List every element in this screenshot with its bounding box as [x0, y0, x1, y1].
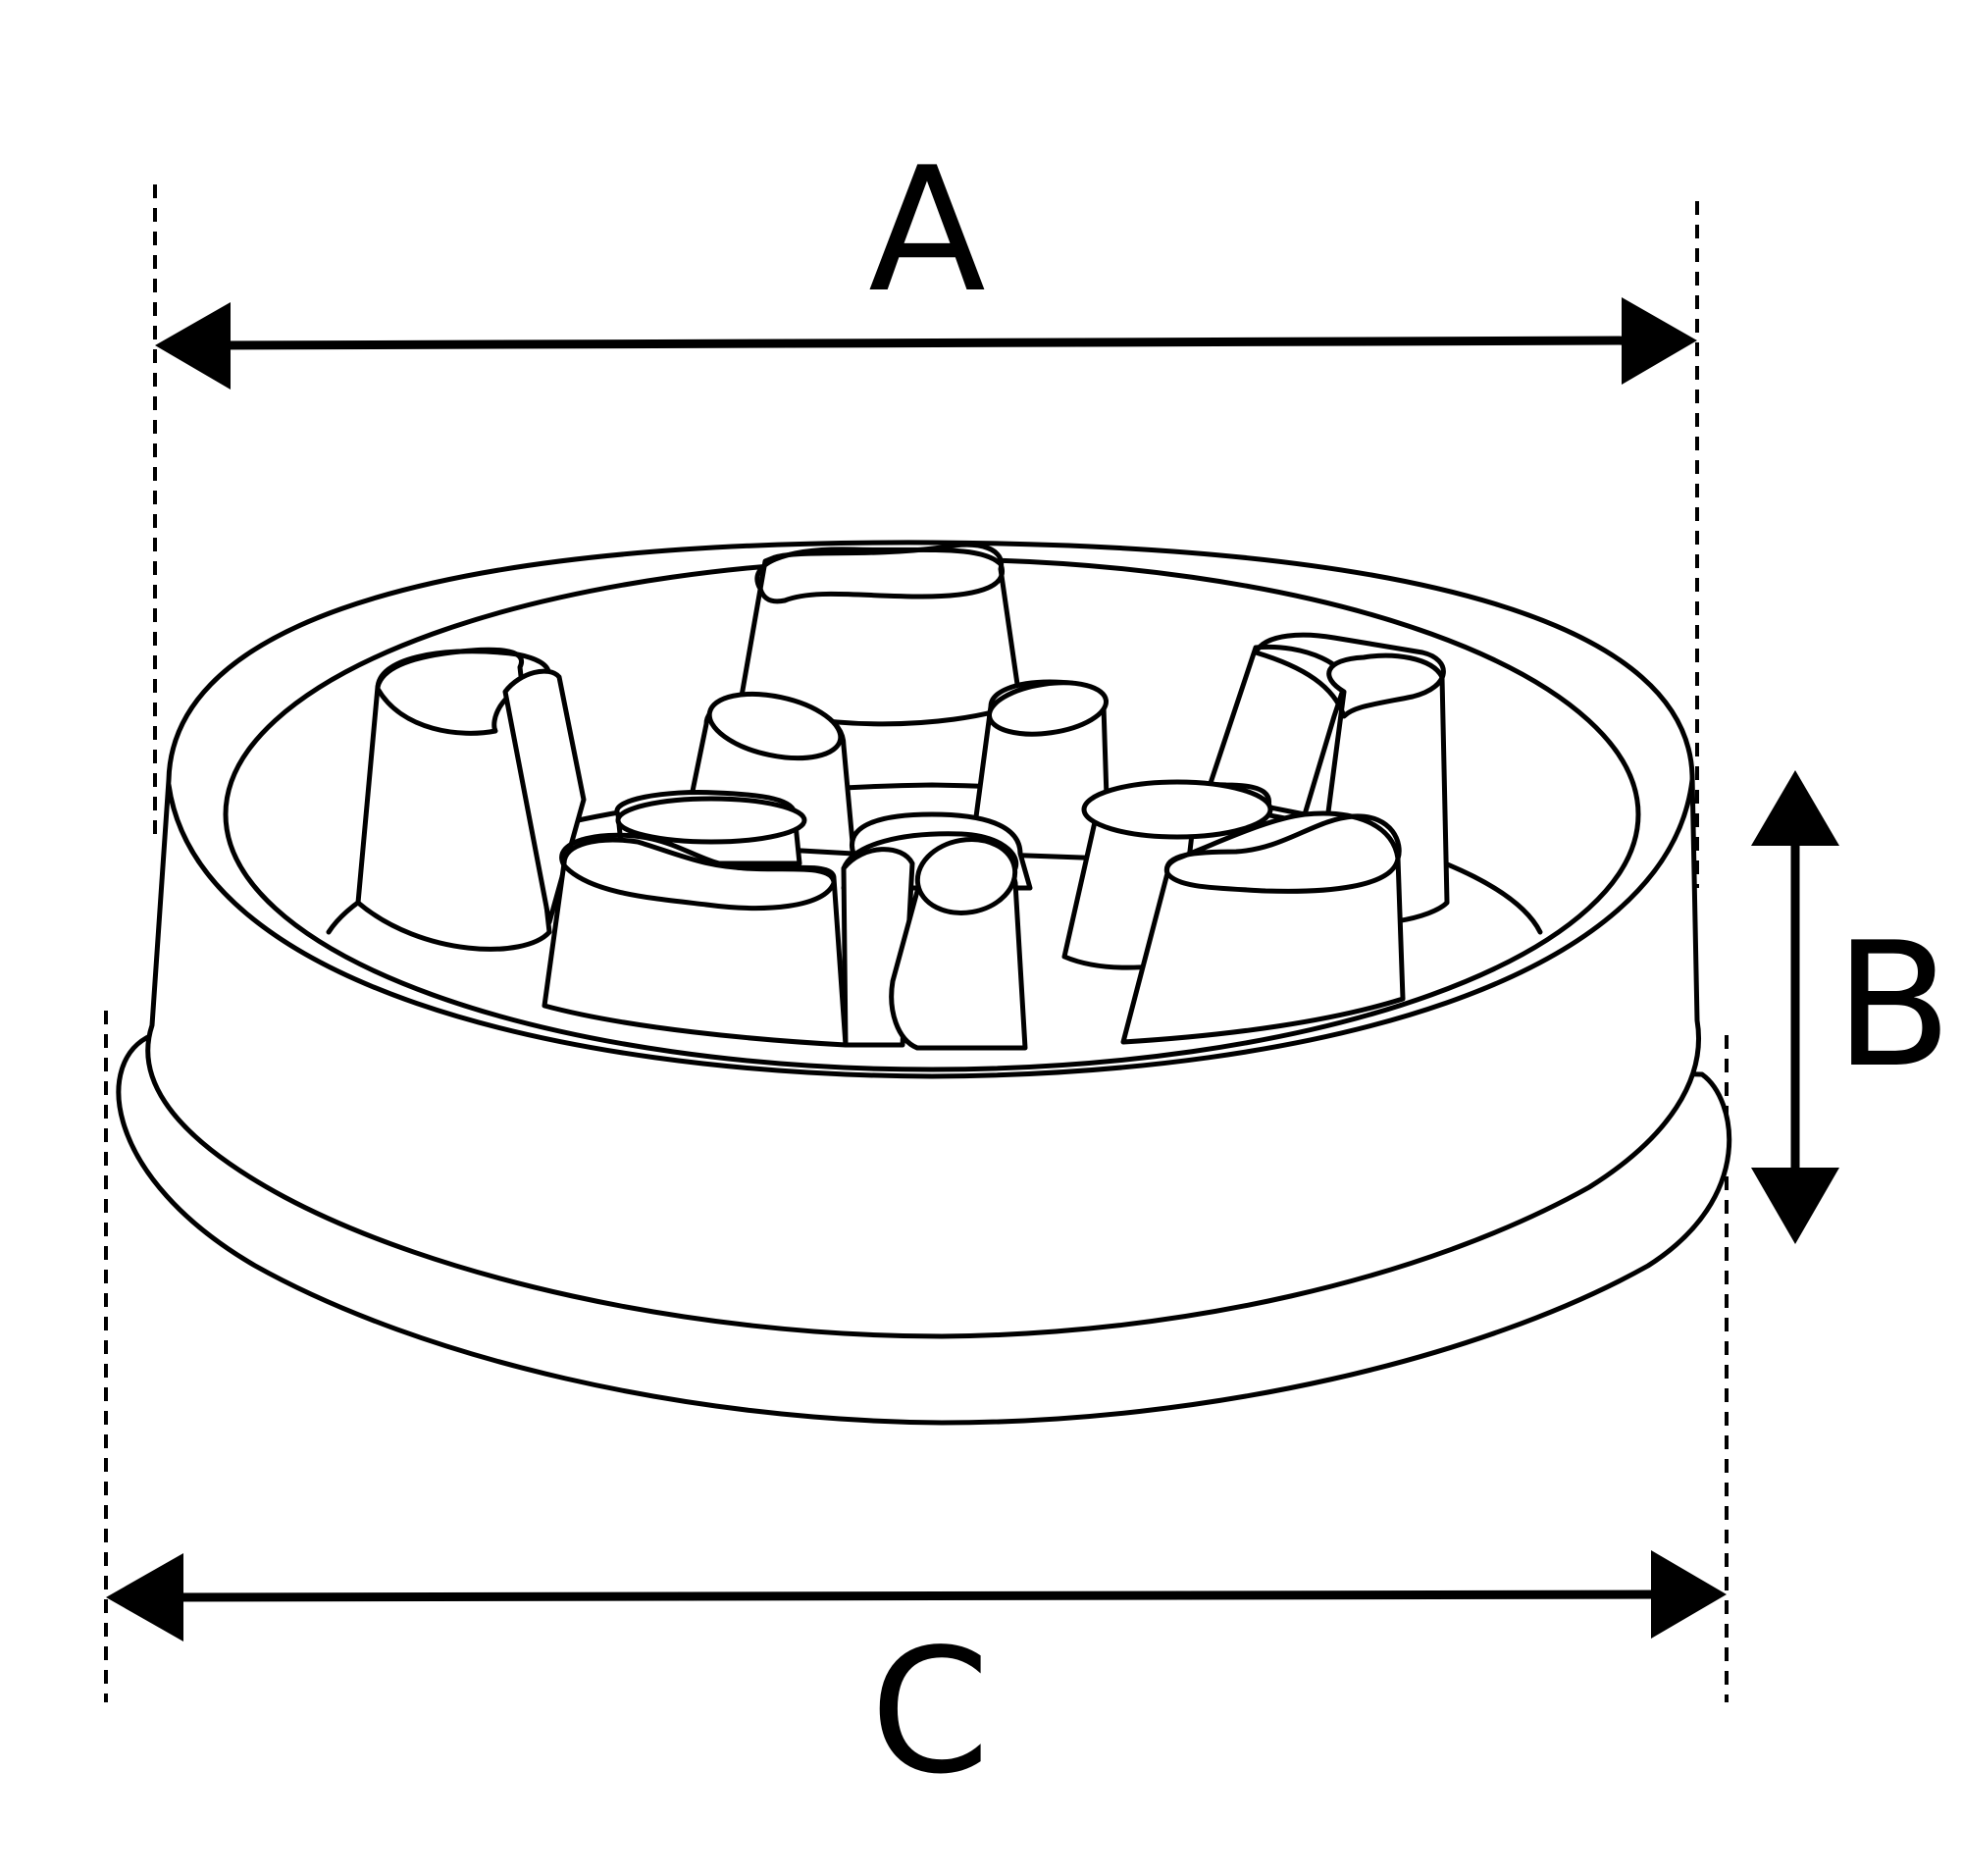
dimension-a-line — [215, 336, 1639, 350]
peg-back-right-top — [1253, 632, 1446, 719]
dimension-a-arrowhead-right — [1622, 297, 1697, 385]
dimension-c-arrowhead-left — [106, 1553, 183, 1642]
dimension-a-label: A — [868, 131, 986, 331]
dimension-c-line — [166, 1589, 1669, 1602]
peg-mid-right-top — [986, 680, 1110, 737]
dimension-b: B — [1751, 770, 1952, 1244]
dimension-a: A — [155, 131, 1697, 390]
peg-back-center — [738, 542, 1023, 727]
peg-front-left-inner-top — [615, 796, 807, 845]
dimension-b-arrowhead-top — [1751, 770, 1839, 846]
dimension-c-label: C — [870, 1613, 990, 1812]
bowl-drawing — [116, 540, 1732, 1426]
dimension-b-label: B — [1834, 907, 1952, 1106]
dimension-c-arrowhead-right — [1651, 1550, 1727, 1639]
bowl-rim-front-edge — [166, 777, 1695, 1079]
dimension-b-arrowhead-bottom — [1751, 1168, 1839, 1244]
dimension-a-arrowhead-left — [155, 302, 231, 390]
peg-right-inner-top — [1081, 779, 1273, 840]
feeder-pegs — [355, 542, 1450, 1051]
peg-front-right-top — [1164, 813, 1402, 894]
peg-center-front-tall-top — [914, 837, 1018, 915]
extension-lines — [104, 184, 1729, 1702]
peg-front-left-top — [559, 832, 837, 911]
peg-back-center-top — [754, 547, 1005, 604]
peg-mid-left-top — [706, 691, 844, 761]
dimension-c: C — [106, 1550, 1727, 1812]
peg-center-front-short-top — [841, 831, 1019, 871]
